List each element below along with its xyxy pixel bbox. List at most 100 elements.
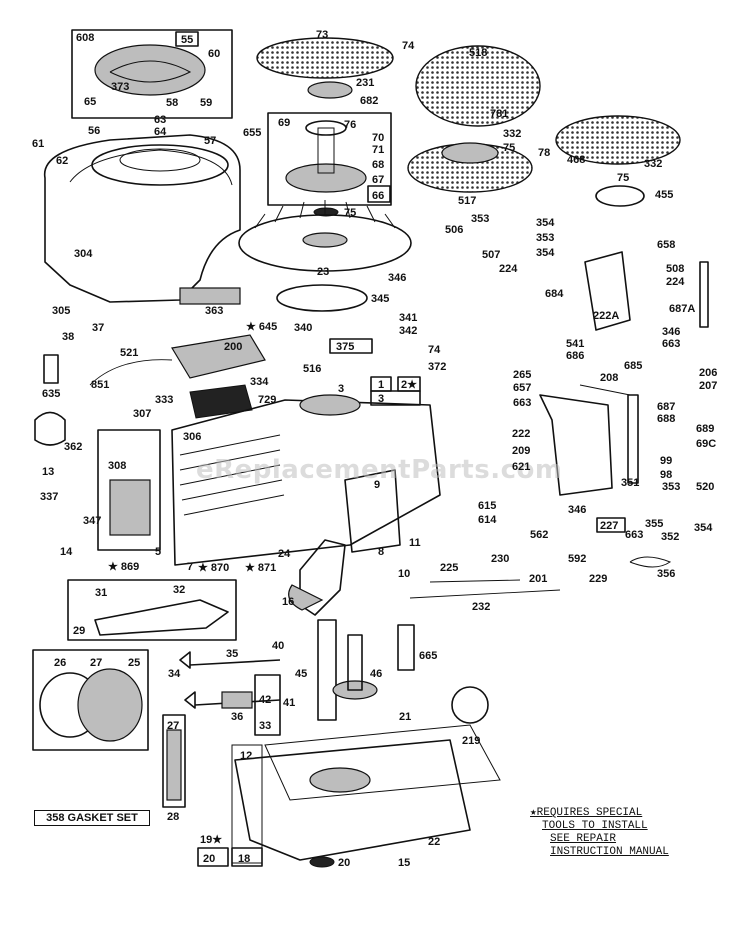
callout: 342 [399,325,417,337]
callout: 28 [167,811,179,823]
callout: 346 [568,504,586,516]
callout: 207 [699,380,717,392]
callout: 27 [90,657,102,669]
callout: 373 [111,81,129,93]
crankshaft-counterweight [288,584,324,611]
callout: 11 [409,537,421,549]
conn-rod-box-29 [67,579,237,641]
starter-detail-box [71,29,233,119]
gear-219 [451,686,489,724]
callout: 363 [205,305,223,317]
callout: 75 [503,142,515,154]
callout: 685 [624,360,642,372]
callout: 209 [512,445,530,457]
callout: 76 [344,119,356,131]
callout: 75 [344,207,356,219]
connecting-rod [94,599,229,636]
callout: 353 [471,213,489,225]
callout: 37 [92,322,104,334]
callout: 25 [128,657,140,669]
callout: 59 [200,97,212,109]
wrist-pin-box [162,714,186,808]
callout: 27 [167,720,179,732]
sump-boss [309,767,371,793]
callout: 304 [74,248,93,260]
callout: 346 [388,272,406,284]
screen-hub [307,81,353,99]
callout: 63 [154,114,166,126]
control-bracket-222 [539,394,613,496]
callout: 222 [512,428,530,440]
callout: 1 [378,379,384,391]
callout: 663 [513,397,531,409]
washer-75 [313,207,339,217]
callout: 66 [372,190,384,202]
callout: 232 [472,601,490,613]
cylinder-block-fins [179,434,285,516]
callout: ★ 645 [246,321,277,333]
note-line-4: INSTRUCTION MANUAL [550,846,669,858]
callout: 518 [469,47,487,59]
callout: 56 [88,125,100,137]
box-227 [596,517,626,533]
oil-seal-20 [309,856,335,868]
box-66 [367,185,391,203]
callout: 224 [666,276,685,288]
callout: 64 [154,126,167,138]
note-line-2: TOOLS TO INSTALL [542,820,648,832]
callout: 18 [238,853,250,865]
callout: 73 [316,29,328,41]
callout: 340 [294,322,312,334]
callout: 8 [378,546,384,558]
callout: 347 [83,515,101,527]
callout: 225 [440,562,458,574]
callout: 7 [187,561,193,573]
callout: 337 [40,491,58,503]
callout: 351 [621,477,639,489]
callout: 67 [372,174,384,186]
callout: 74 [428,344,441,356]
callout: 520 [696,481,714,493]
callout: 341 [399,312,417,324]
oil-seal-box [197,847,229,867]
callout: 69C [696,438,716,450]
callout: 332 [644,158,662,170]
callout: 42 [259,694,271,706]
callout: 46 [370,668,382,680]
callout: 57 [204,135,216,147]
clutch-detail-box [267,112,392,206]
callout: 608 [76,32,94,44]
callout: 41 [283,697,295,709]
governor-link-687 [627,394,639,484]
callout: 206 [699,367,717,379]
callout: 45 [295,668,307,680]
callout: 506 [445,224,463,236]
callout: 32 [173,584,185,596]
callout: 3 [338,383,344,395]
ignition-box-375 [329,338,373,354]
callout: 19★ [200,834,222,846]
callout: 68 [372,159,384,171]
callout: 16 [282,596,294,608]
callout: 40 [272,640,284,652]
callout: 12 [240,750,252,762]
callout: 665 [419,650,437,662]
callout: 375 [336,341,354,353]
callout: 227 [600,520,618,532]
callout: 201 [529,573,547,585]
rod-201 [429,579,521,583]
blower-housing [43,134,241,303]
callout: 354 [694,522,713,534]
blower-housing-shroud [69,149,233,186]
callout: 468 [567,154,585,166]
callout: 621 [512,461,530,473]
callout: 29 [73,625,85,637]
callout: 23 [317,266,329,278]
callout: 20 [338,857,350,869]
callout: 3 [378,393,384,405]
callout: 55 [181,34,193,46]
screen-468 [555,115,681,165]
callout: 635 [42,388,60,400]
exhaust-plate-347 [109,479,151,536]
